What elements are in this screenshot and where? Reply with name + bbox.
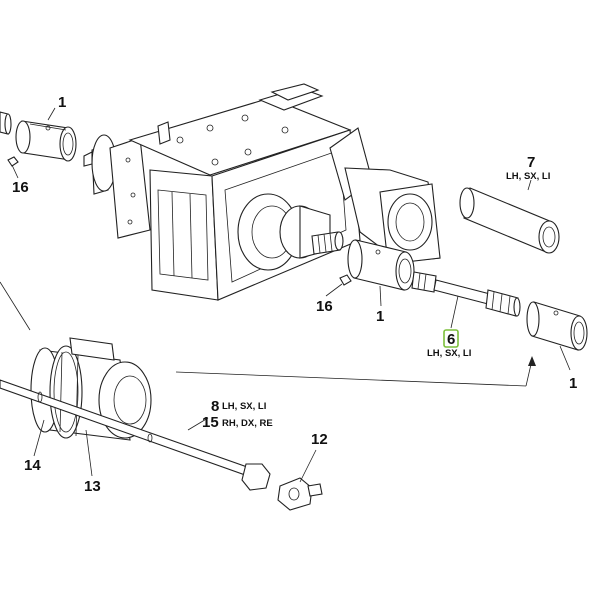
sleeve-coupling-center <box>347 239 415 291</box>
callout-15: 15 RH, DX, RE <box>202 414 273 431</box>
leader-lines <box>0 107 571 483</box>
callout-16-center: 16 <box>316 298 333 315</box>
svg-text:LH, SX, LI: LH, SX, LI <box>506 171 550 182</box>
svg-text:12: 12 <box>311 431 328 448</box>
nut-16-left <box>7 156 19 167</box>
callout-16-left: 16 <box>12 179 29 196</box>
svg-text:RH, DX, RE: RH, DX, RE <box>222 418 273 429</box>
callout-1-center: 1 <box>376 308 384 325</box>
svg-text:15: 15 <box>202 414 219 431</box>
elbow-fitting-12 <box>277 477 323 511</box>
svg-text:16: 16 <box>12 179 29 196</box>
svg-text:LH, SX, LI: LH, SX, LI <box>222 401 266 412</box>
sleeve-coupling-right <box>526 301 588 351</box>
sleeve-7 <box>459 187 560 254</box>
svg-text:14: 14 <box>24 457 41 474</box>
callout-13: 13 <box>84 478 101 495</box>
gearbox-housing <box>83 83 441 301</box>
svg-text:8: 8 <box>211 398 219 415</box>
callout-14: 14 <box>24 457 41 474</box>
svg-text:13: 13 <box>84 478 101 495</box>
svg-text:6: 6 <box>447 331 455 348</box>
callout-1-top-left: 1 <box>58 94 66 111</box>
svg-text:1: 1 <box>376 308 384 325</box>
svg-text:16: 16 <box>316 298 333 315</box>
svg-text:1: 1 <box>58 94 66 111</box>
rod-8-15 <box>0 379 271 491</box>
svg-text:7: 7 <box>527 154 535 171</box>
shaft-6 <box>411 271 521 317</box>
svg-text:1: 1 <box>569 375 577 392</box>
shaft-end-left <box>0 111 12 135</box>
callout-6: 6 LH, SX, LI <box>427 329 471 359</box>
callout-6-highlight-box <box>443 329 459 348</box>
nut-16-center <box>339 274 352 286</box>
hub-assembly <box>30 337 152 441</box>
sleeve-coupling-top-left <box>15 120 77 162</box>
callout-7: 7 LH, SX, LI <box>506 154 550 182</box>
svg-text:LH, SX, LI: LH, SX, LI <box>427 348 471 359</box>
callout-1-right: 1 <box>569 375 577 392</box>
callout-12: 12 <box>311 431 328 448</box>
callout-8: 8 LH, SX, LI <box>211 398 266 415</box>
